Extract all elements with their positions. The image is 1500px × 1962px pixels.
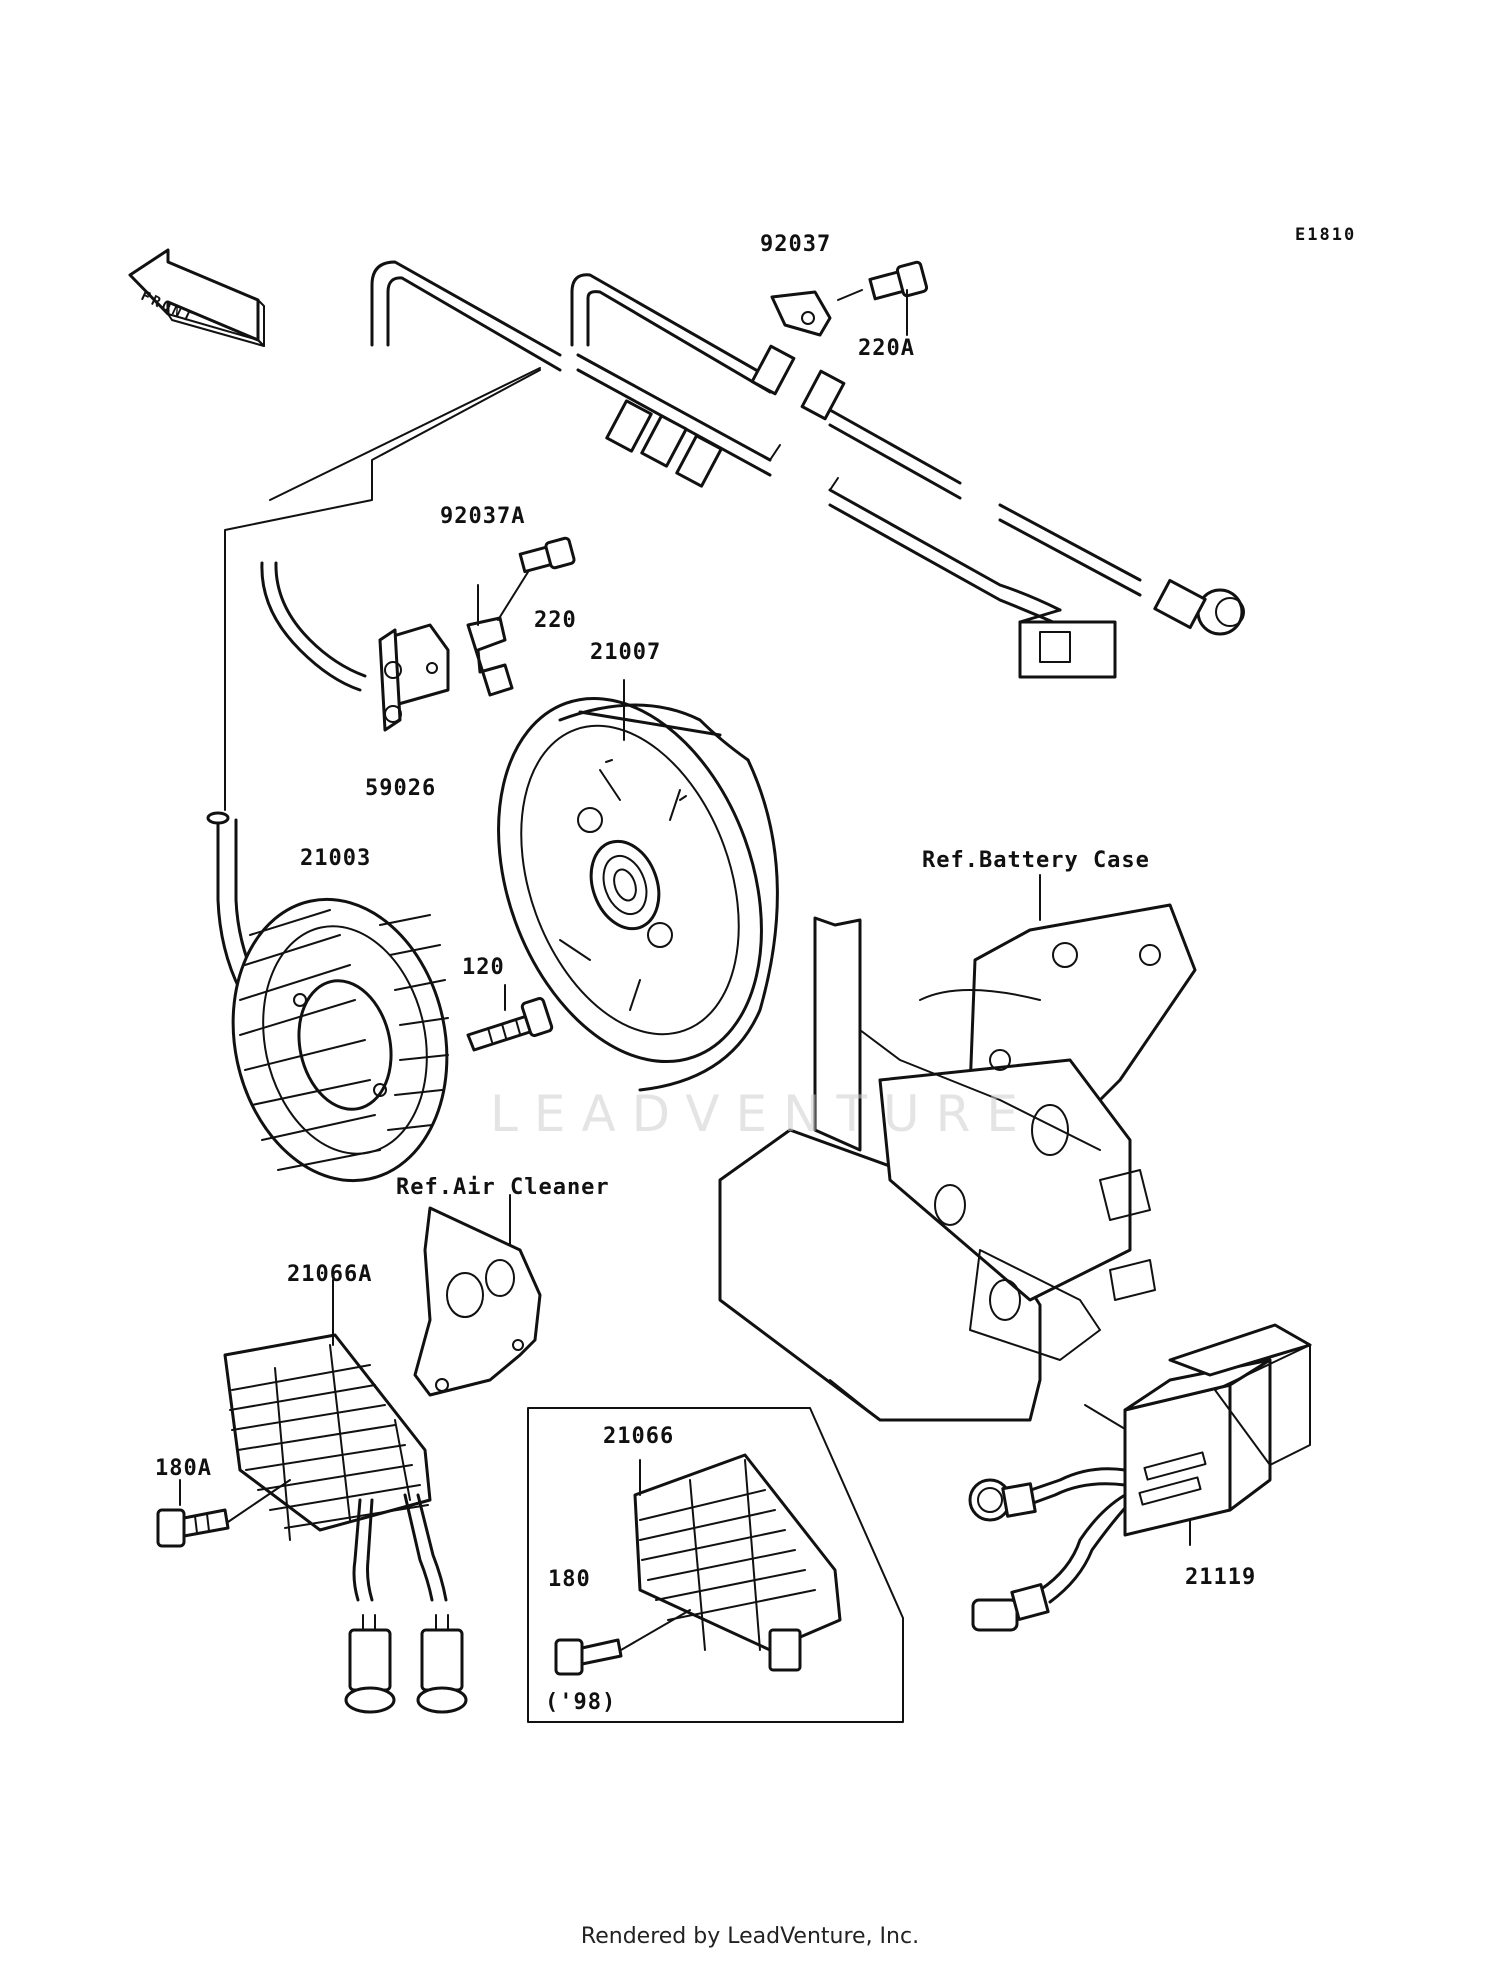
battery-case [718,874,1197,1436]
stator-21003 [206,811,449,1183]
label-21066: 21066 [603,1424,675,1449]
pickup-coil-59026 [260,536,576,732]
label-180: 180 [548,1567,591,1592]
label-21119: 21119 [1185,1565,1257,1590]
footer-credit: Rendered by LeadVenture, Inc. [580,1924,920,1949]
relay-21119 [968,1323,1312,1632]
label-220: 220 [534,608,577,633]
regulator-21066A [223,1279,468,1714]
inset-98 [527,1407,904,1723]
label-220A: 220A [858,336,915,361]
label-59026: 59026 [365,776,437,801]
bolt-180A [156,1479,291,1548]
air-cleaner-bracket [413,1194,542,1397]
label-ref-battery-case: Ref.Battery Case [922,848,1150,873]
label-variant-98: ('98) [545,1690,617,1715]
rotor-21007 [497,679,779,1092]
label-ref-air-cleaner: Ref.Air Cleaner [396,1175,610,1200]
bolt-120 [466,984,554,1052]
clamp-92037 [770,260,929,337]
watermark: LEADVENTURE [490,1085,1034,1143]
label-21066A: 21066A [287,1262,373,1287]
label-21003: 21003 [300,846,372,871]
wiring-harness [224,260,1245,811]
label-21007: 21007 [590,640,662,665]
label-180A: 180A [155,1456,212,1481]
diagram-code: E1810 [1295,225,1357,245]
label-92037: 92037 [760,232,832,257]
label-120: 120 [462,955,505,980]
front-arrow-icon [128,248,265,347]
label-92037A: 92037A [440,504,526,529]
